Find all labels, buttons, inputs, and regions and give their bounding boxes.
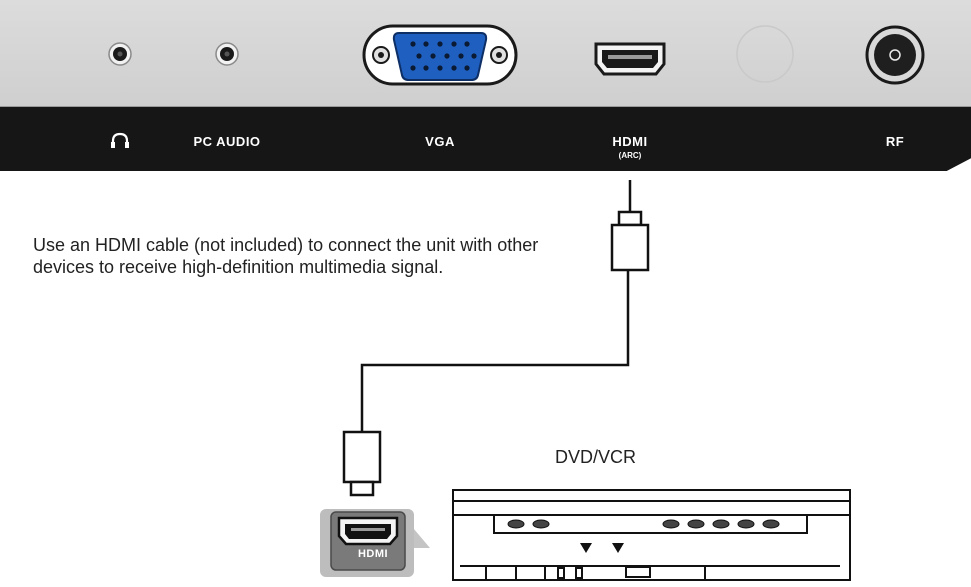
hdmi-port-device: [320, 509, 430, 577]
rf-label: RF: [885, 134, 905, 149]
headphone-jack: [108, 42, 132, 66]
device-hdmi-label: HDMI: [357, 548, 389, 560]
headphone-icon: [111, 132, 129, 148]
device-arrows: [580, 543, 624, 553]
unused-port: [736, 25, 794, 83]
hdmi-port-tv: [594, 42, 666, 76]
device-label: DVD/VCR: [555, 447, 637, 467]
hdmi-label: HDMI: [612, 134, 648, 149]
pc-audio-label: PC AUDIO: [193, 134, 261, 149]
dvd-vcr-device: [452, 489, 851, 581]
vga-port: [362, 24, 518, 86]
device-buttons: [507, 519, 780, 529]
vga-label: VGA: [425, 134, 455, 149]
instruction-text: Use an HDMI cable (not included) to conn…: [33, 235, 539, 277]
hdmi-cable: [342, 180, 650, 497]
port-label-strip: [0, 107, 971, 171]
pc-audio-jack: [215, 42, 239, 66]
hdmi-arc-label: (ARC): [618, 151, 642, 160]
rf-port: [865, 25, 925, 85]
